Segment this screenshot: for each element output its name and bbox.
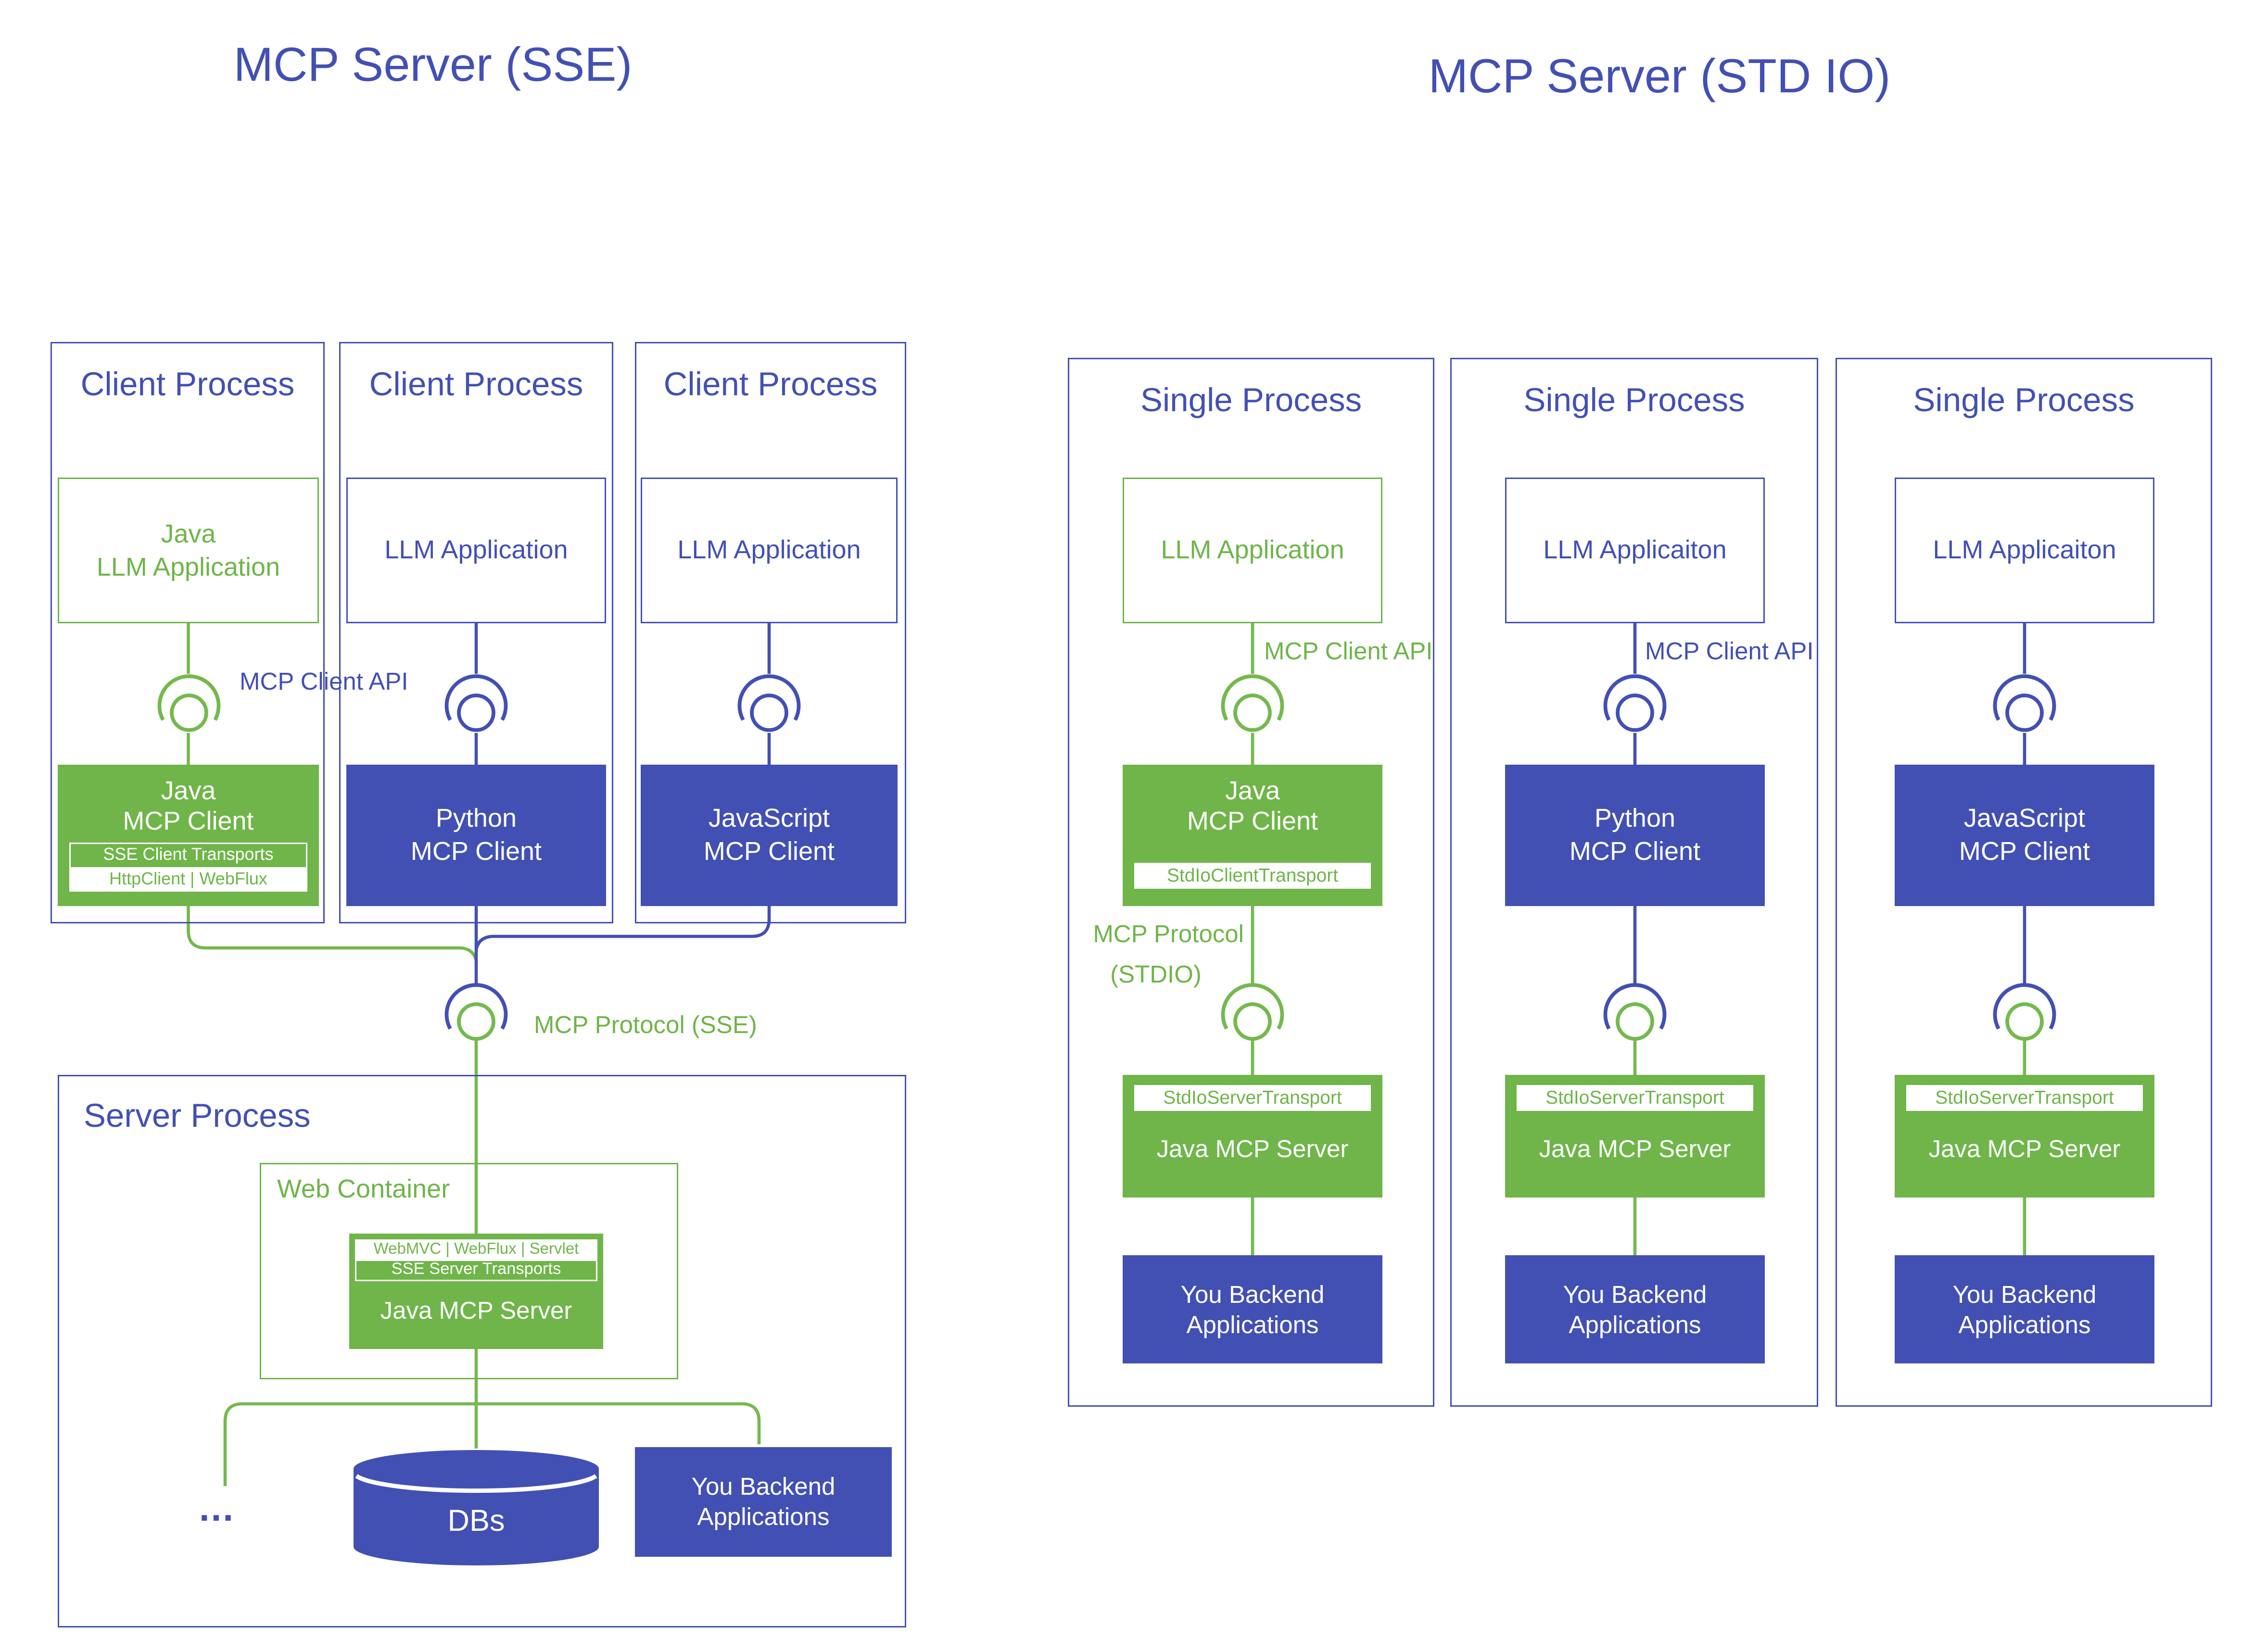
javascript-mcp-client-line-1: JavaScript	[1963, 804, 2086, 832]
backend-line-2: Applications	[1569, 1311, 1701, 1338]
web-container-label: Web Container	[277, 1174, 450, 1203]
client-process-box-3	[635, 342, 906, 923]
httpclient-webflux-strip: HttpClient | WebFlux	[69, 867, 307, 892]
sse-client-transports-strip: SSE Client Transports	[69, 843, 307, 870]
llm-application-box-r1: LLM Application	[1123, 478, 1382, 623]
java-llm-line-1: Java	[161, 518, 216, 548]
java-mcp-server-title: Java MCP Server	[1928, 1135, 2121, 1163]
python-mcp-client-box-stdio: Python MCP Client	[1505, 765, 1765, 906]
database-cylinder-icon: DBs	[354, 1450, 599, 1565]
java-mcp-server-box-r2: StdIoServerTransport Java MCP Server	[1505, 1075, 1765, 1198]
mcp-protocol-stdio-line-1: MCP Protocol	[1093, 921, 1244, 948]
backend-line-2: Applications	[697, 1503, 830, 1531]
client-process-box-1	[51, 342, 325, 923]
llm-application-box-r3: LLM Applicaiton	[1895, 478, 2154, 623]
llm-application-label-r3: LLM Applicaiton	[1933, 535, 2116, 564]
llm-application-label-r1: LLM Application	[1161, 535, 1344, 564]
stdio-server-transport-strip: StdIoServerTransport	[1906, 1085, 2143, 1111]
stdio-server-transport-strip: StdIoServerTransport	[1134, 1085, 1371, 1111]
interface-connector-icon	[1993, 983, 2056, 1041]
interface-connector-icon	[1221, 674, 1284, 732]
more-connections-ellipsis: ...	[199, 1486, 235, 1529]
single-process-label-3: Single Process	[1913, 381, 2135, 418]
you-backend-applications-box-r2: You Backend Applications	[1505, 1255, 1765, 1363]
python-mcp-client-line-1: Python	[435, 804, 517, 832]
sse-server-transports-strip: SSE Server Transports	[355, 1260, 597, 1281]
java-mcp-client-line-1: Java	[1225, 776, 1280, 805]
you-backend-applications-box-r3: You Backend Applications	[1895, 1255, 2154, 1363]
python-mcp-client-box: Python MCP Client	[346, 765, 606, 906]
backend-line-2: Applications	[1186, 1311, 1319, 1338]
java-mcp-server-box-sse: WebMVC | WebFlux | Servlet SSE Server Tr…	[349, 1234, 603, 1349]
java-mcp-server-title: Java MCP Server	[1156, 1135, 1349, 1163]
python-mcp-client-line-1: Python	[1594, 804, 1676, 832]
llm-application-box-r2: LLM Applicaiton	[1505, 478, 1765, 623]
python-mcp-client-line-2: MCP Client	[410, 837, 542, 866]
java-llm-line-2: LLM Application	[96, 552, 280, 581]
backend-line-2: Applications	[1958, 1311, 2091, 1338]
java-llm-application-box: Java LLM Application	[58, 478, 319, 623]
mcp-client-api-label-r2: MCP Client API	[1645, 638, 1814, 665]
interface-connector-icon	[1603, 674, 1667, 732]
left-diagram-title: MCP Server (SSE)	[233, 38, 633, 91]
single-process-box-3	[1836, 358, 2212, 1407]
java-mcp-client-line-2: MCP Client	[123, 807, 254, 835]
interface-connector-icon	[1603, 983, 1667, 1041]
llm-application-label-3: LLM Application	[677, 535, 861, 564]
web-container-box	[260, 1163, 678, 1379]
java-mcp-client-line-2: MCP Client	[1187, 807, 1318, 835]
llm-application-box-2: LLM Application	[346, 478, 606, 623]
single-process-label-1: Single Process	[1140, 381, 1362, 418]
you-backend-applications-box-sse: You Backend Applications	[635, 1447, 892, 1557]
java-mcp-server-title: Java MCP Server	[1539, 1135, 1731, 1163]
interface-connector-icon	[444, 983, 508, 1041]
java-mcp-client-box-stdio: Java MCP Client StdIoClientTransport	[1123, 765, 1382, 906]
server-process-box	[58, 1075, 906, 1627]
webmvc-webflux-servlet-strip: WebMVC | WebFlux | Servlet	[355, 1239, 597, 1260]
interface-connector-icon	[1993, 674, 2056, 732]
java-mcp-client-box: Java MCP Client SSE Client Transports Ht…	[58, 765, 319, 906]
java-mcp-server-box-r1: StdIoServerTransport Java MCP Server	[1123, 1075, 1382, 1198]
javascript-mcp-client-box: JavaScript MCP Client	[641, 765, 898, 906]
single-process-label-2: Single Process	[1523, 381, 1745, 418]
javascript-mcp-client-line-2: MCP Client	[703, 837, 835, 866]
java-mcp-client-line-1: Java	[161, 776, 216, 805]
client-process-box-2	[339, 342, 613, 923]
interface-connector-icon	[444, 674, 508, 732]
java-mcp-server-box-r3: StdIoServerTransport Java MCP Server	[1895, 1075, 2154, 1198]
llm-application-label-2: LLM Application	[384, 535, 568, 564]
interface-connector-icon	[737, 674, 801, 732]
backend-line-1: You Backend	[1563, 1280, 1707, 1308]
single-process-box-1	[1068, 358, 1434, 1407]
you-backend-applications-box-r1: You Backend Applications	[1123, 1255, 1382, 1363]
server-process-label: Server Process	[84, 1097, 311, 1134]
client-process-label-2: Client Process	[369, 365, 583, 403]
mcp-protocol-stdio-line-2: (STDIO)	[1110, 961, 1202, 988]
java-mcp-server-title-sse: Java MCP Server	[380, 1297, 572, 1324]
single-process-box-2	[1450, 358, 1818, 1407]
client-process-label-1: Client Process	[80, 365, 295, 403]
client-process-label-3: Client Process	[663, 365, 878, 403]
mcp-client-api-label-r1: MCP Client API	[1264, 638, 1433, 665]
interface-connector-icon	[157, 674, 220, 732]
python-mcp-client-line-2: MCP Client	[1569, 837, 1701, 866]
javascript-mcp-client-box-stdio: JavaScript MCP Client	[1895, 765, 2154, 906]
stdio-client-transport-strip: StdIoClientTransport	[1134, 863, 1371, 889]
javascript-mcp-client-line-1: JavaScript	[708, 804, 830, 832]
llm-application-box-3: LLM Application	[641, 478, 898, 623]
db-label: DBs	[447, 1504, 505, 1538]
llm-application-label-r2: LLM Applicaiton	[1543, 535, 1727, 564]
mcp-protocol-sse-label: MCP Protocol (SSE)	[534, 1011, 757, 1039]
javascript-mcp-client-line-2: MCP Client	[1959, 837, 2090, 866]
stdio-server-transport-strip: StdIoServerTransport	[1517, 1085, 1753, 1111]
interface-connector-icon	[1221, 983, 1284, 1041]
right-diagram-title: MCP Server (STD IO)	[1428, 49, 1891, 102]
mcp-protocol-stdio-label: MCP Protocol (STDIO)	[1068, 915, 1244, 996]
backend-line-1: You Backend	[1952, 1280, 2097, 1308]
mcp-client-api-label-left: MCP Client API	[240, 668, 408, 695]
backend-line-1: You Backend	[1180, 1280, 1325, 1308]
backend-line-1: You Backend	[691, 1473, 836, 1501]
